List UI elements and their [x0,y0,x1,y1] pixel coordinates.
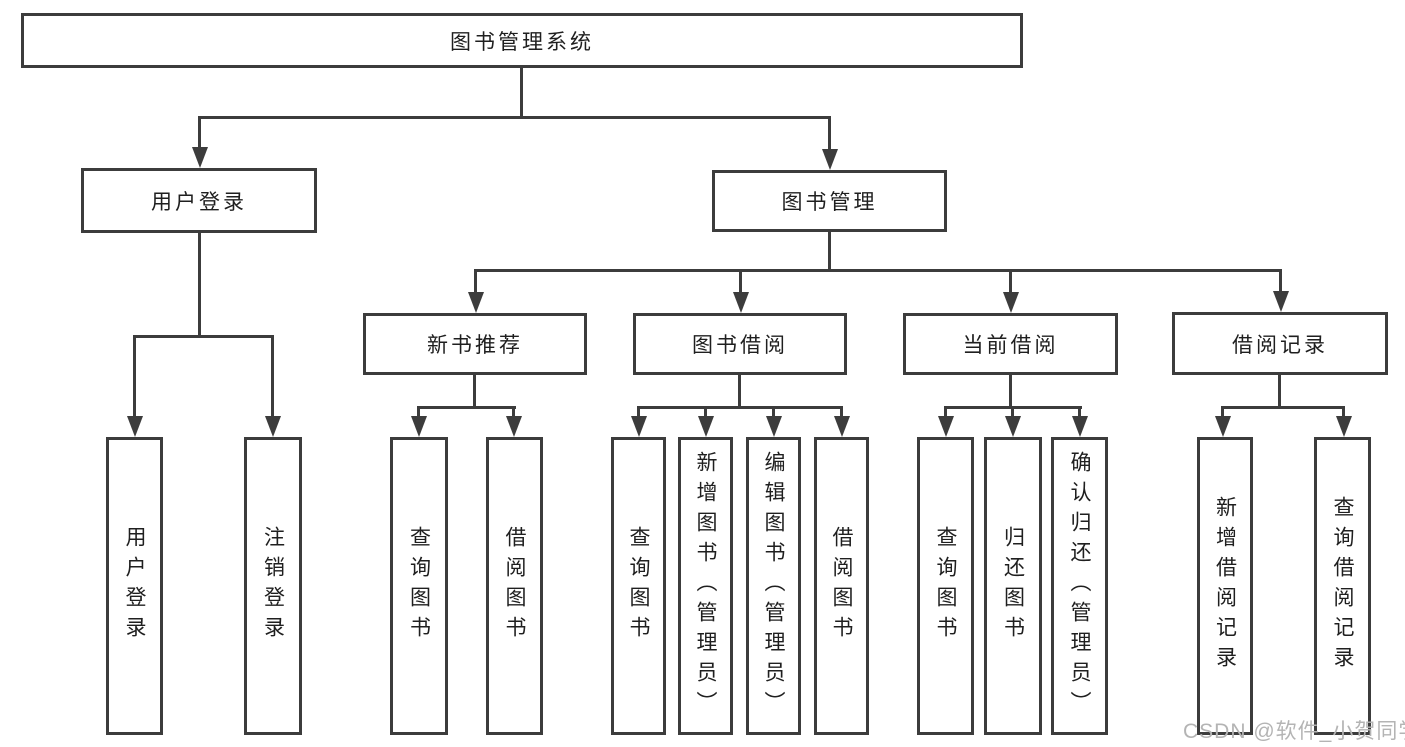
node-label: 编辑图书（管理员） [762,451,785,721]
arrow-down-icon [410,416,427,437]
connector-line [198,231,201,337]
node-borrow-record: 借阅记录 [1172,312,1388,375]
connector-line [417,406,516,409]
connector-line [271,335,274,419]
connector-line [198,116,831,119]
connector-line [828,230,831,272]
connector-line [474,269,1282,272]
connector-line [1279,269,1282,295]
node-label: 当前借阅 [962,334,1059,357]
node-new-book-rec: 新书推荐 [363,313,587,375]
connector-line [417,406,420,420]
arrow-down-icon [1002,292,1019,313]
node-label: 新书推荐 [427,334,523,357]
node-label: 用户登录 [151,190,247,214]
arrow-down-icon [191,147,208,168]
node-leaf-logout: 注销登录 [244,437,302,735]
node-label: 图书管理系统 [450,30,594,54]
node-leaf-edit-book-admin: 编辑图书（管理员） [746,437,801,735]
connector-line [1078,406,1081,420]
connector-line [739,269,742,295]
connector-line [473,373,476,408]
arrow-down-icon [1214,416,1231,437]
arrow-down-icon [1004,416,1021,437]
node-current-borrow: 当前借阅 [903,313,1118,375]
arrow-down-icon [937,416,954,437]
connector-line [772,406,775,420]
node-label: 借阅图书 [830,526,853,646]
node-leaf-borrow-book: 借阅图书 [814,437,869,735]
arrow-down-icon [833,416,850,437]
node-leaf-query-book-current: 查询图书 [917,437,974,735]
node-label: 确认归还（管理员） [1068,451,1091,721]
arrow-down-icon [1071,416,1088,437]
node-book-borrow: 图书借阅 [633,313,847,375]
connector-line [1011,406,1014,420]
node-label: 新增图书（管理员） [694,451,717,721]
arrow-down-icon [467,292,484,313]
connector-line [1278,373,1281,408]
connector-line [637,406,640,420]
node-leaf-user-login: 用户登录 [106,437,163,735]
connector-line [1342,406,1345,420]
connector-line [512,406,515,420]
arrow-down-icon [1335,416,1352,437]
connector-line [133,335,136,419]
arrow-down-icon [264,416,281,437]
connector-line [840,406,843,420]
node-leaf-query-book-borrow: 查询图书 [611,437,666,735]
connector-line [704,406,707,420]
node-root: 图书管理系统 [21,13,1023,68]
node-label: 借阅记录 [1232,333,1328,357]
node-leaf-return-book: 归还图书 [984,437,1042,735]
csdn-watermark: CSDN @软件_小贺同学 [1183,720,1405,743]
connector-line [520,66,523,118]
node-label: 归还图书 [1001,526,1025,646]
connector-line [133,335,274,338]
arrow-down-icon [505,416,522,437]
connector-line [198,116,201,150]
connector-line [944,406,947,420]
node-label: 注销登录 [261,526,285,646]
arrow-down-icon [765,416,782,437]
node-label: 查询借阅记录 [1331,496,1354,676]
node-leaf-add-borrow-record: 新增借阅记录 [1197,437,1253,735]
connector-line [474,269,477,295]
node-label: 用户登录 [123,526,146,646]
arrow-down-icon [732,292,749,313]
arrow-down-icon [126,416,143,437]
arrow-down-icon [1272,291,1289,312]
node-label: 查询图书 [934,526,957,646]
node-leaf-query-book-rec: 查询图书 [390,437,448,735]
node-leaf-confirm-return-admin: 确认归还（管理员） [1051,437,1108,735]
node-leaf-borrow-book-rec: 借阅图书 [486,437,543,735]
node-label: 借阅图书 [503,526,526,646]
node-leaf-add-book-admin: 新增图书（管理员） [678,437,733,735]
node-user-login: 用户登录 [81,168,317,233]
arrow-down-icon [821,149,838,170]
connector-line [1009,269,1012,295]
connector-line [1221,406,1345,409]
arrow-down-icon [697,416,714,437]
connector-line [828,116,831,152]
node-label: 新增借阅记录 [1213,496,1237,676]
node-book-mgmt: 图书管理 [712,170,947,232]
node-leaf-query-borrow-record: 查询借阅记录 [1314,437,1371,735]
node-label: 查询图书 [407,526,431,646]
connector-line [1009,373,1012,408]
arrow-down-icon [630,416,647,437]
connector-line [738,373,741,408]
connector-line [637,406,843,409]
node-label: 图书管理 [781,191,878,214]
connector-line [1221,406,1224,420]
node-label: 图书借阅 [692,334,788,357]
node-label: 查询图书 [627,526,650,646]
